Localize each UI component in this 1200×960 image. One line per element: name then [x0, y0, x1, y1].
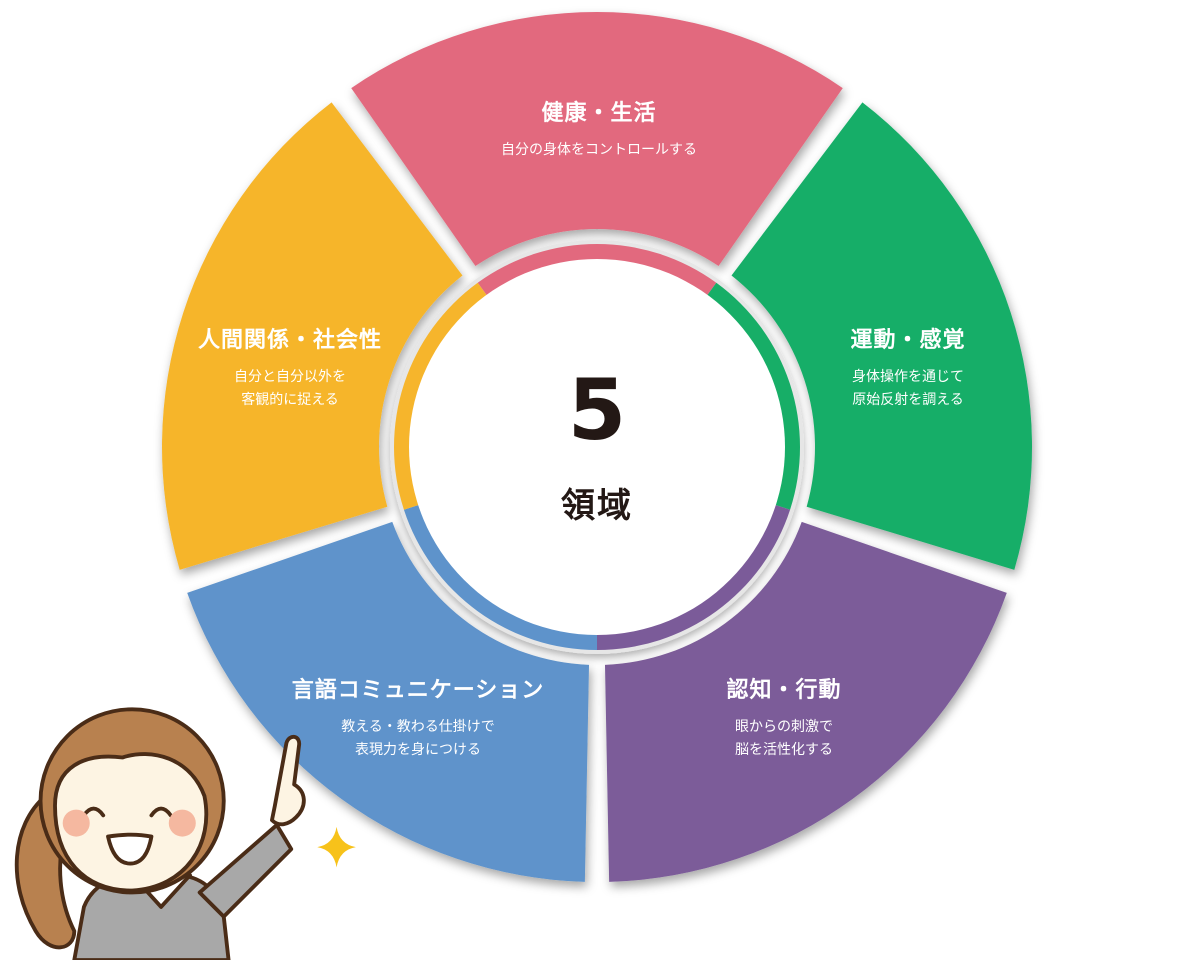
domain-title: 健康・生活: [541, 101, 657, 126]
wedge-health: [351, 12, 843, 267]
inner-band-language: [403, 504, 597, 650]
wedge-cognition: [604, 521, 1007, 882]
domain-language: 言語コミュニケーション 教える・教わる仕掛けで 表現力を身につける: [292, 672, 545, 762]
domain-desc: 客観的に捉える: [241, 392, 339, 408]
domain-title: 人間関係・社会性: [197, 328, 383, 353]
wedge-social: [161, 102, 463, 570]
inner-band-motor: [706, 282, 800, 510]
inner-band-social: [394, 282, 488, 510]
domain-social: 人間関係・社会性 自分と自分以外を 客観的に捉える: [198, 322, 382, 412]
domain-desc: 身体操作を通じて: [851, 369, 964, 385]
domain-cognition: 認知・行動 眼からの刺激で 脳を活性化する: [726, 672, 841, 762]
center-number: 5: [567, 361, 627, 459]
domain-desc: 原始反射を調える: [852, 392, 964, 408]
wedge-motor: [731, 102, 1032, 570]
sparkle-icon: [317, 826, 356, 868]
domain-title: 認知・行動: [726, 678, 842, 703]
domain-desc: 表現力を身につける: [355, 742, 481, 758]
center-circle: [409, 259, 785, 635]
domain-desc: 眼からの刺激で: [734, 719, 833, 735]
inner-band-cognition: [597, 504, 791, 650]
center-label: 領域: [561, 486, 633, 526]
domain-desc: 自分と自分以外を: [233, 369, 346, 385]
domain-desc: 脳を活性化する: [734, 742, 833, 758]
inner-band-health: [477, 244, 717, 297]
domain-motor: 運動・感覚 身体操作を通じて 原始反射を調える: [850, 322, 965, 412]
domain-title: 言語コミュニケーション: [291, 678, 545, 703]
domain-title: 運動・感覚: [850, 328, 966, 353]
pointing-woman-illustration: [14, 707, 356, 960]
domain-desc: 自分の身体をコントロールする: [501, 142, 697, 158]
domain-health: 健康・生活 自分の身体をコントロールする: [501, 95, 697, 162]
domain-desc: 教える・教わる仕掛けで: [341, 719, 495, 735]
wedge-language: [187, 521, 590, 882]
